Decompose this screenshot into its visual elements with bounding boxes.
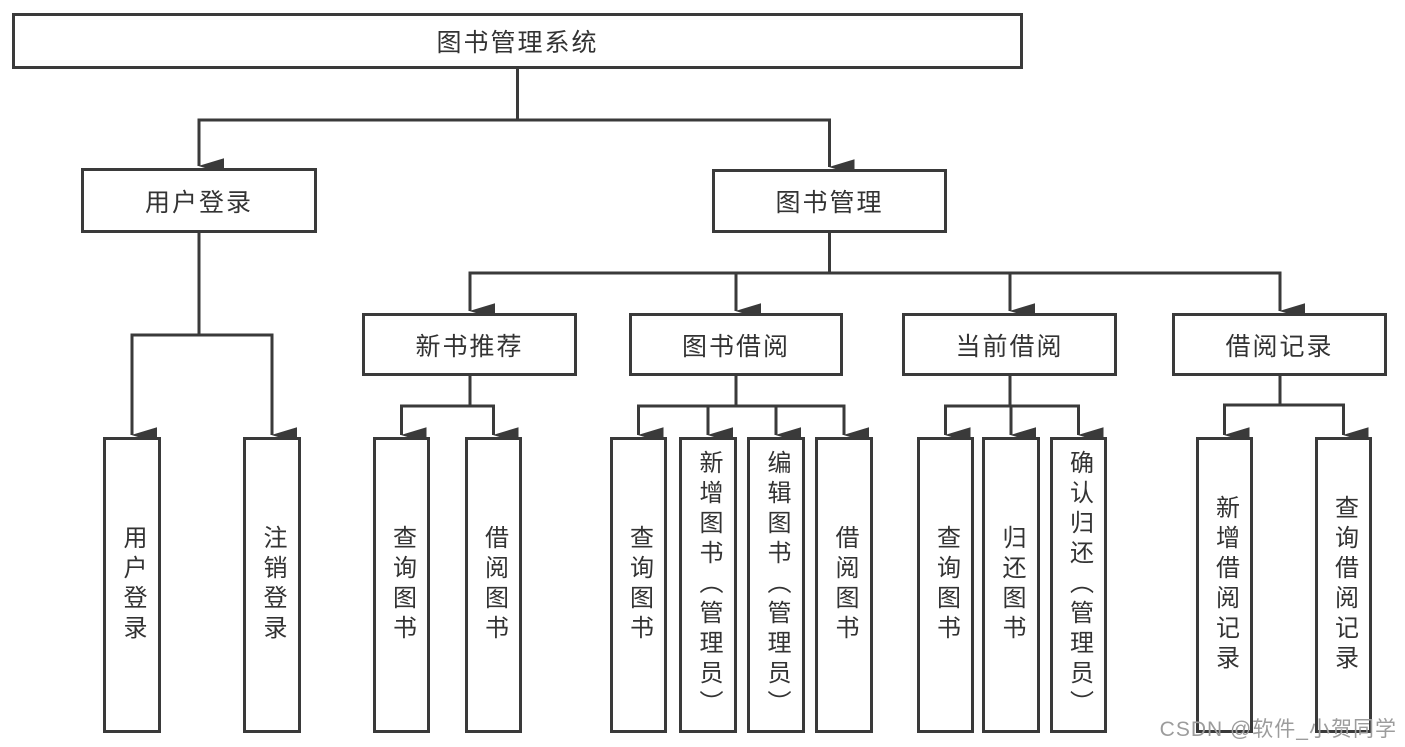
leaf-user-login: 用户登录 xyxy=(103,437,161,733)
leaf-borrow-books: 借阅图书 xyxy=(815,437,873,733)
leaf-query-books-recommend: 查询图书 xyxy=(373,437,430,733)
node-label: 图书管理 xyxy=(775,189,884,217)
connector-root-to-level2 xyxy=(197,67,855,175)
leaf-confirm-return-admin: 确认归还（管理员） xyxy=(1050,437,1107,733)
node-label: 新书推荐 xyxy=(415,332,524,361)
node-label: 新增图书（管理员） xyxy=(695,450,722,720)
node-label: 查询图书 xyxy=(625,525,653,645)
watermark: CSDN @软件_小贺同学 xyxy=(1159,718,1397,741)
node-label: 新增借阅记录 xyxy=(1211,495,1239,675)
connector-user-login-children xyxy=(130,231,298,443)
node-label: 确认归还（管理员） xyxy=(1065,450,1093,720)
node-book-borrowing: 图书借阅 xyxy=(629,313,843,376)
leaf-edit-books-admin: 编辑图书（管理员） xyxy=(747,437,805,733)
node-label: 归还图书 xyxy=(998,525,1025,645)
node-borrowing-records: 借阅记录 xyxy=(1172,313,1387,376)
node-label: 查询图书 xyxy=(932,525,960,645)
node-label: 用户登录 xyxy=(144,188,253,217)
node-new-book-recommendation: 新书推荐 xyxy=(362,313,577,376)
leaf-query-books-current: 查询图书 xyxy=(917,437,974,733)
leaf-query-books-borrow: 查询图书 xyxy=(610,437,667,733)
node-label: 借阅图书 xyxy=(480,525,508,645)
leaf-borrow-books-recommend: 借阅图书 xyxy=(465,437,522,733)
node-label: 查询图书 xyxy=(388,525,416,645)
leaf-logout: 注销登录 xyxy=(243,437,301,733)
node-label: 借阅记录 xyxy=(1225,332,1334,361)
connector-current-borrowing-children xyxy=(944,374,1104,443)
node-library-management-system: 图书管理系统 xyxy=(12,13,1023,69)
node-label: 编辑图书（管理员） xyxy=(763,450,790,720)
connector-new-book-recommendation-children xyxy=(400,374,519,443)
node-label: 注销登录 xyxy=(259,525,286,645)
node-label: 当前借阅 xyxy=(955,332,1064,361)
node-label: 图书管理系统 xyxy=(436,29,599,57)
node-book-management: 图书管理 xyxy=(712,169,947,233)
connector-book-borrowing-children xyxy=(637,374,870,443)
connector-book-management-to-level3 xyxy=(468,231,1306,319)
leaf-add-books-admin: 新增图书（管理员） xyxy=(679,437,737,733)
leaf-return-books: 归还图书 xyxy=(982,437,1040,733)
node-label: 借阅图书 xyxy=(831,525,858,645)
node-current-borrowing: 当前借阅 xyxy=(902,313,1117,376)
leaf-add-borrow-record: 新增借阅记录 xyxy=(1196,437,1253,733)
connector-borrowing-records-children xyxy=(1223,374,1369,443)
node-label: 图书借阅 xyxy=(681,332,790,361)
node-user-login: 用户登录 xyxy=(81,168,317,233)
leaf-query-borrow-record: 查询借阅记录 xyxy=(1315,437,1372,733)
node-label: 查询借阅记录 xyxy=(1330,495,1358,675)
node-label: 用户登录 xyxy=(119,525,146,645)
